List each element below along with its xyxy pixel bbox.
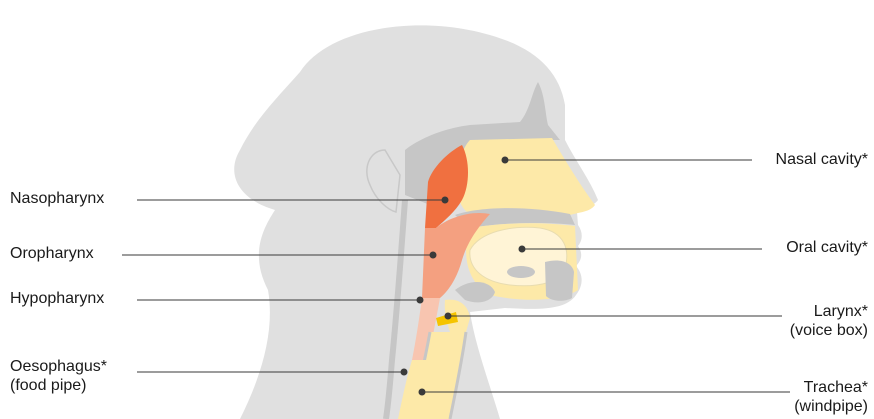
oral-cavity-dot (519, 246, 525, 252)
oesophagus-dot (401, 369, 407, 375)
larynx-dot (445, 313, 451, 319)
trachea-dot (419, 389, 425, 395)
oropharynx-dot (430, 252, 436, 258)
label-hypopharynx: Hypopharynx (10, 289, 104, 308)
label-larynx-sub: (voice box) (790, 321, 868, 340)
nasal-cavity-dot (502, 157, 508, 163)
hypopharynx-dot (417, 297, 423, 303)
label-nasal-cavity: Nasal cavity* (776, 150, 868, 169)
label-trachea: Trachea* (804, 378, 868, 397)
lower-jaw (545, 260, 574, 300)
nasal-cavity (457, 138, 595, 215)
label-trachea-sub: (windpipe) (794, 397, 868, 416)
label-oral-cavity: Oral cavity* (786, 238, 868, 257)
label-larynx: Larynx* (814, 302, 868, 321)
hyoid-bone (507, 266, 535, 278)
label-oesophagus: Oesophagus* (10, 357, 107, 376)
label-oesophagus-sub: (food pipe) (10, 376, 87, 395)
nasopharynx-dot (442, 197, 448, 203)
label-oropharynx: Oropharynx (10, 244, 94, 263)
label-nasopharynx: Nasopharynx (10, 189, 104, 208)
